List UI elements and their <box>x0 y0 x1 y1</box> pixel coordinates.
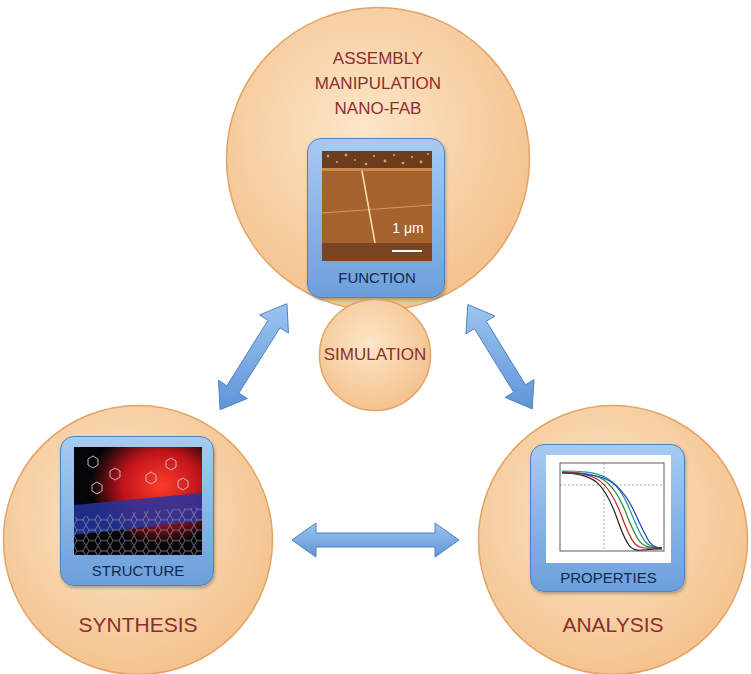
image-box: PROPERTIES <box>530 444 685 592</box>
circle-label: SIMULATION <box>324 345 427 365</box>
afm-image <box>322 151 432 261</box>
molecule-image <box>74 447 202 555</box>
image-box: FUNCTION 1 μm <box>307 138 445 298</box>
plot-frame <box>560 463 664 551</box>
center-circle: SIMULATION <box>318 298 432 412</box>
left-circle: SYNTHESIS STRUCTURE <box>2 404 274 674</box>
double-arrow <box>219 304 289 410</box>
text-holder: ANALYSIS <box>477 612 749 637</box>
right-circle: ANALYSIS PROPERTIES <box>477 404 749 674</box>
afm-nanowire <box>362 171 375 243</box>
molecules <box>88 456 188 494</box>
text-holder: SYNTHESIS <box>2 612 274 637</box>
box-label: STRUCTURE <box>92 562 185 579</box>
afm-line <box>322 205 432 213</box>
text-holder: FUNCTION <box>308 269 446 287</box>
afm-bottom-band <box>322 243 432 261</box>
text-holder: PROPERTIES <box>531 569 686 587</box>
box-label: FUNCTION <box>338 269 416 286</box>
text-holder: ASSEMBLY MANIPULATION NANO-FAB <box>288 46 468 121</box>
guide-line <box>560 485 664 486</box>
image-box: STRUCTURE <box>60 436 214 586</box>
circle-label: SYNTHESIS <box>78 613 197 636</box>
top-circle: ASSEMBLY MANIPULATION NANO-FAB FUNCTION 1… <box>225 6 531 312</box>
text-holder: 1 μm <box>386 219 430 237</box>
molecule-ground <box>74 447 202 555</box>
circle-shape <box>227 8 530 311</box>
scale-label: 1 μm <box>392 220 423 236</box>
circle-shape <box>479 406 748 674</box>
afm-top-band <box>322 151 432 168</box>
text-holder: STRUCTURE <box>61 562 215 580</box>
circle-shape <box>320 300 431 411</box>
transfer-curve-plot <box>546 455 671 563</box>
plot-ground <box>546 455 671 563</box>
afm-particles <box>327 153 429 165</box>
circle-label: ANALYSIS <box>562 613 663 636</box>
hex-lattice <box>74 507 202 555</box>
circle-shape <box>4 406 273 674</box>
double-arrow <box>292 523 459 557</box>
afm-ground <box>322 151 432 261</box>
double-arrow <box>466 305 534 409</box>
text-holder: SIMULATION <box>318 298 432 412</box>
red-glow <box>74 447 202 555</box>
curves <box>562 471 662 550</box>
circle-heading: ASSEMBLY MANIPULATION NANO-FAB <box>315 49 441 118</box>
box-label: PROPERTIES <box>560 569 656 586</box>
scale-bar <box>392 250 422 252</box>
afm-edge <box>322 168 432 171</box>
